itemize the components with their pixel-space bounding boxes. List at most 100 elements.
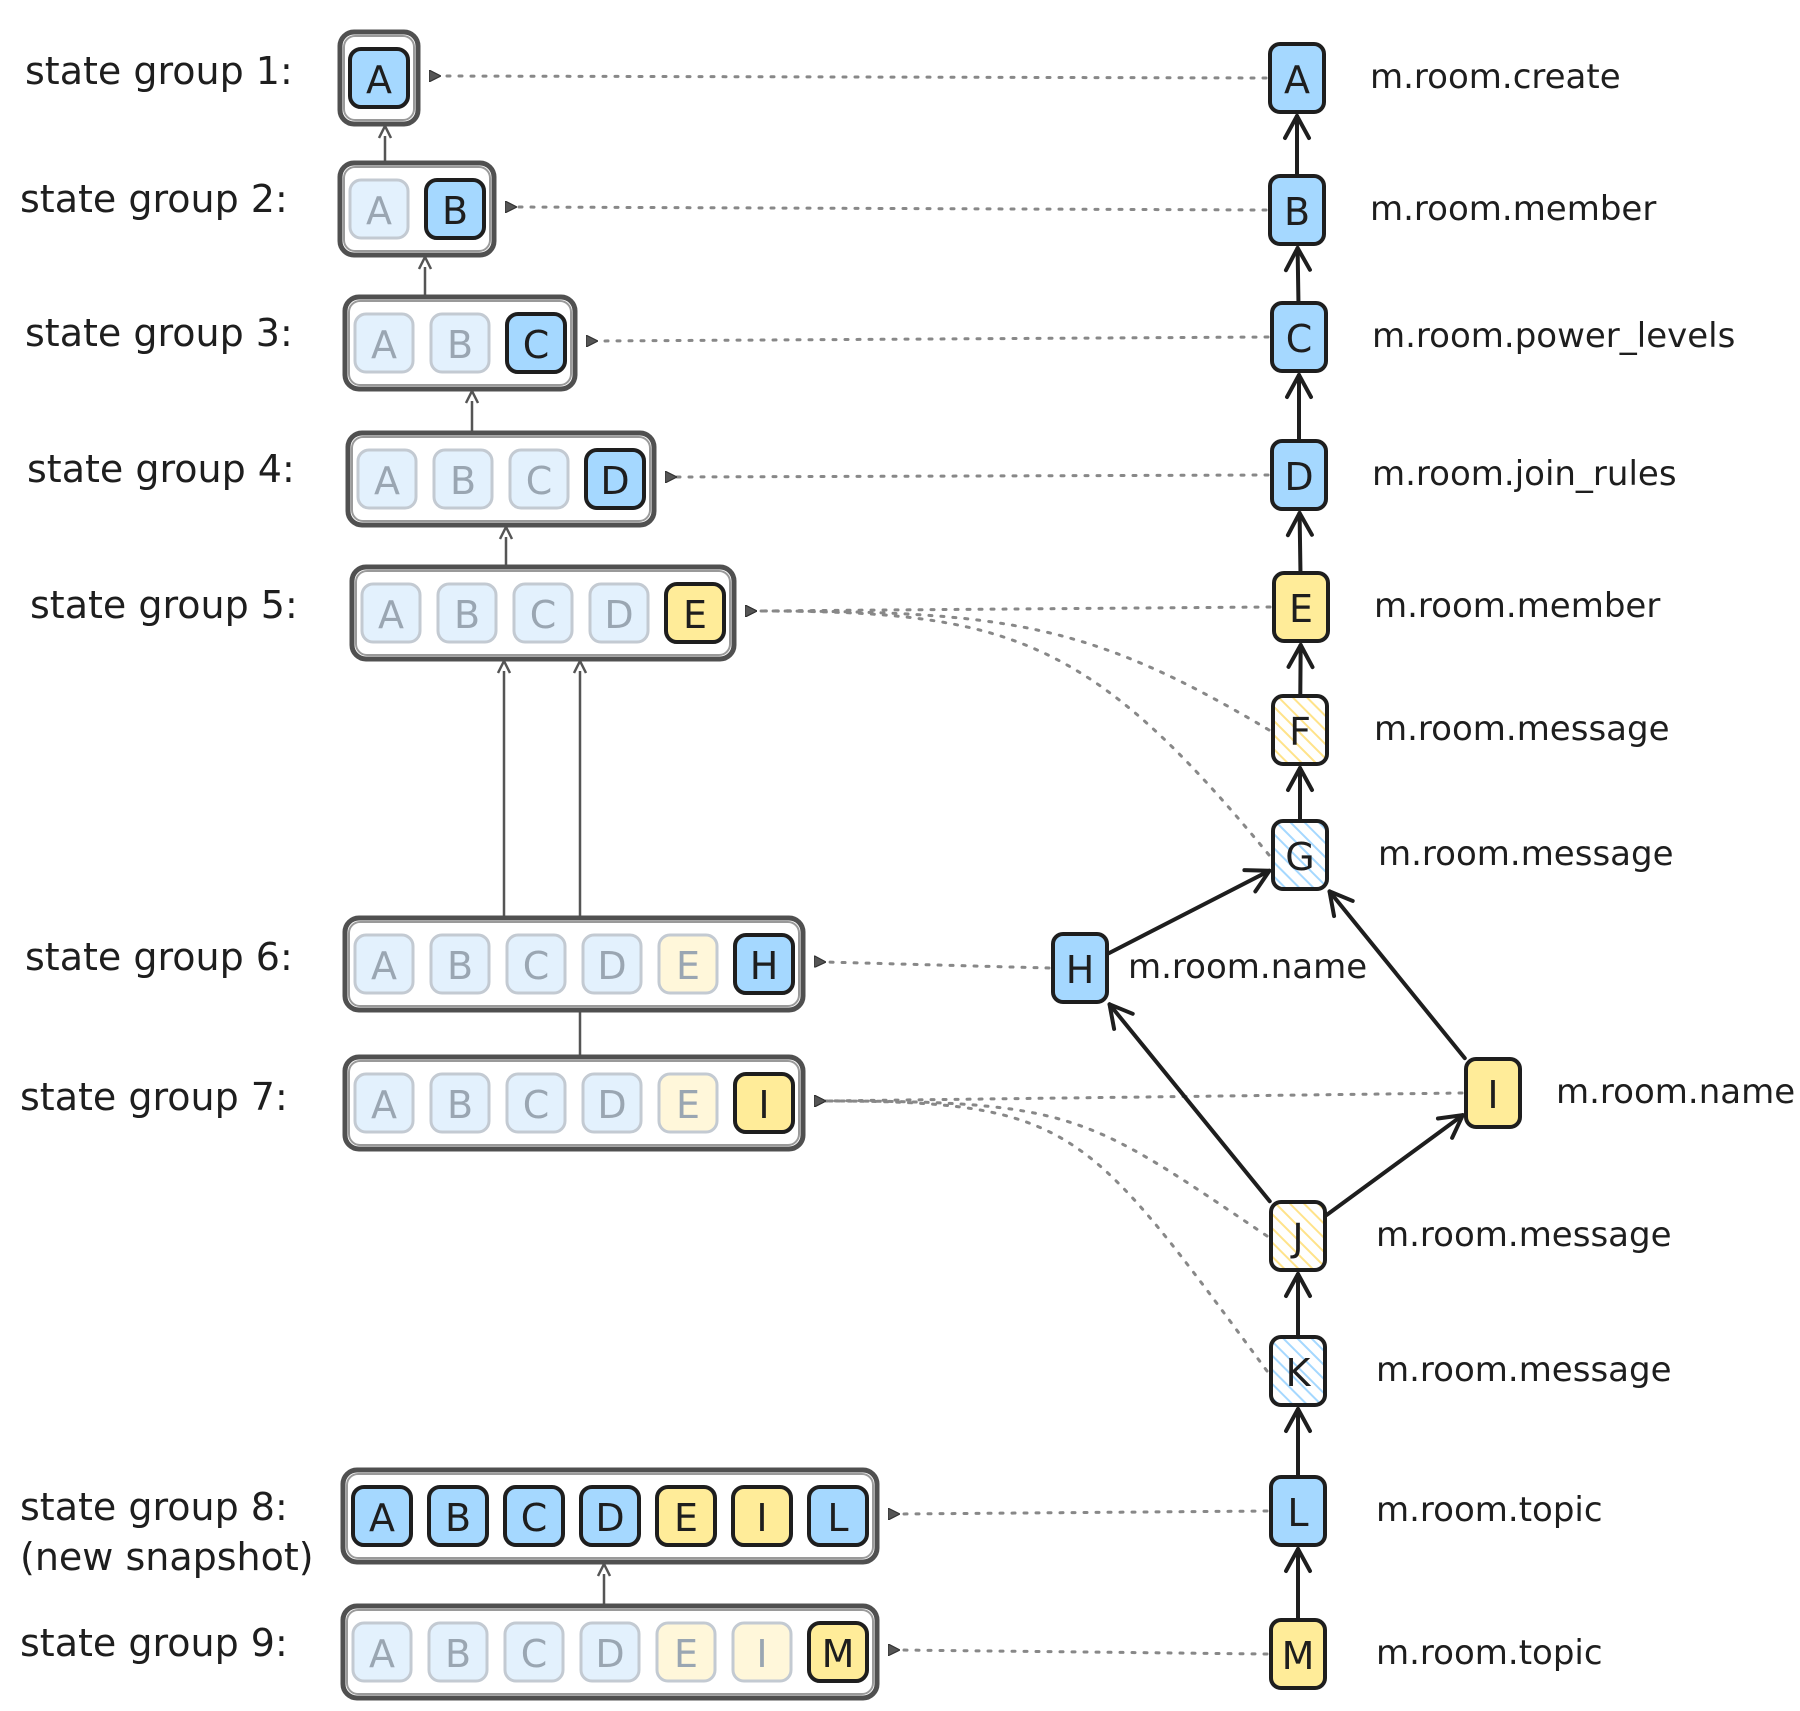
state-group-box: A [337,29,421,127]
state-event-letter: C [523,323,550,367]
dag-edge [1283,114,1311,176]
state-event-letter: H [750,944,779,988]
event-node-m: M [1269,1618,1327,1690]
state-event-letter: C [523,1083,550,1127]
dag-edge [1107,1002,1272,1204]
state-event-cell: D [581,1072,643,1134]
state-group-label: state group 8: [20,1485,288,1529]
state-event-letter: A [369,1496,395,1540]
dag-edge [1284,1407,1312,1477]
state-group-label: state group 6: [25,935,293,979]
state-event-letter: C [526,459,553,503]
state-event-cell: A [348,178,410,240]
state-event-letter: A [366,58,392,102]
state-event-cell: D [588,582,650,644]
event-node-h: H [1051,932,1109,1004]
event-type-label: m.room.name [1556,1072,1795,1112]
event-type-label: m.room.member [1370,189,1656,229]
state-event-cell: I [731,1485,793,1547]
state-event-letter: A [371,323,397,367]
state-group-label: state group 3: [25,311,293,355]
event-type-label: m.room.message [1376,1215,1672,1255]
dag-edge [1324,1113,1465,1218]
state-event-cell: C [512,582,574,644]
state-event-letter: A [371,944,397,988]
dag-edge [1283,246,1312,303]
state-event-letter: B [445,1632,471,1676]
event-node-b: B [1268,174,1326,246]
state-event-letter: E [674,1632,698,1676]
state-event-letter: D [595,1632,624,1676]
event-node-letter: B [1284,190,1310,234]
event-group-link [597,337,1270,341]
state-event-letter: D [600,459,629,503]
state-event-letter: A [366,189,392,233]
event-node-k: K [1269,1335,1327,1407]
state-event-cell: B [424,178,486,240]
dag-edge [1286,643,1315,696]
state-event-letter: A [374,459,400,503]
state-event-cell: E [657,1072,719,1134]
event-node-g: G [1271,819,1329,891]
state-event-letter: D [597,1083,626,1127]
event-node-a: A [1268,42,1326,114]
state-event-letter: C [530,593,557,637]
state-event-cell: A [353,312,415,374]
state-group-label: state group 1: [25,49,293,93]
state-event-cell: M [807,1621,869,1683]
state-event-cell: E [664,582,726,644]
event-node-j: J [1269,1200,1327,1272]
event-type-label: m.room.topic [1376,1633,1603,1673]
event-type-label: m.room.create [1370,57,1621,97]
state-event-cell: D [581,933,643,995]
state-event-letter: I [756,1632,767,1676]
event-group-link [899,1650,1269,1654]
event-type-label: m.room.name [1128,947,1367,987]
event-type-label: m.room.message [1376,1350,1672,1390]
state-event-letter: I [756,1496,767,1540]
state-group-label: state group 7: [20,1075,288,1119]
state-event-letter: I [758,1083,769,1127]
state-event-letter: C [521,1632,548,1676]
dag-edge [1285,373,1313,441]
event-node-letter: H [1066,948,1095,992]
event-node-letter: M [1282,1634,1315,1678]
state-event-cell: B [427,1485,489,1547]
dag-edge [1286,766,1314,821]
dag-edge [1285,511,1314,573]
state-event-cell: L [807,1485,869,1547]
state-event-cell: I [731,1621,793,1683]
state-event-letter: D [595,1496,624,1540]
state-event-cell: B [427,1621,489,1683]
dag-edge [1327,889,1467,1061]
state-event-letter: B [445,1496,471,1540]
state-event-letter: M [822,1632,855,1676]
event-type-label: m.room.power_levels [1372,316,1735,356]
state-group-label: state group 4: [27,447,295,491]
state-event-letter: C [521,1496,548,1540]
state-group-label: state group 5: [30,583,298,627]
state-event-cell: A [351,1621,413,1683]
state-event-letter: E [676,1083,700,1127]
dag-edge [1106,868,1272,956]
event-node-letter: I [1487,1073,1498,1117]
event-node-letter: E [1289,587,1313,631]
state-group-label: state group 9: [20,1621,288,1665]
state-event-cell: A [353,933,415,995]
event-node-letter: K [1286,1351,1312,1395]
event-group-link [440,76,1268,78]
event-group-link [899,1511,1269,1514]
state-event-cell: A [356,448,418,510]
state-event-letter: B [447,944,473,988]
event-node-l: L [1269,1475,1327,1547]
state-event-cell: H [733,933,795,995]
state-event-cell: E [655,1621,717,1683]
event-node-letter: F [1289,710,1311,754]
state-event-cell: D [584,448,646,510]
event-group-link [756,611,1271,857]
